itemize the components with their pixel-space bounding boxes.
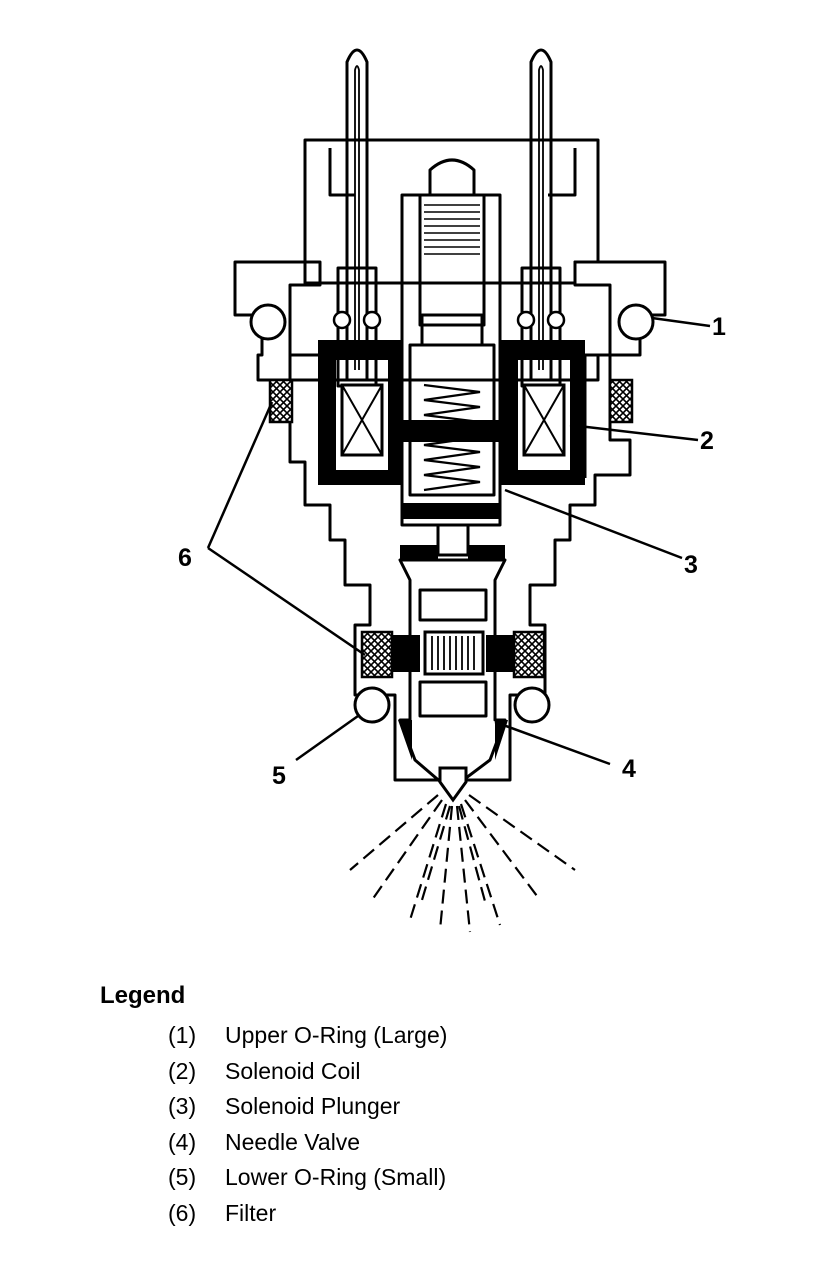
legend-item: (4) Needle Valve <box>100 1125 800 1161</box>
legend-title: Legend <box>100 982 186 1009</box>
plunger-threads <box>424 204 480 255</box>
leader-4 <box>494 720 611 766</box>
legend-item-number: (1) <box>168 1022 197 1048</box>
solenoid-coil-left <box>340 383 384 457</box>
legend-item: (3) Solenoid Plunger <box>100 1089 800 1125</box>
legend-item-label: Upper O-Ring (Large) <box>225 1022 448 1048</box>
upper-o-ring-right <box>617 303 655 341</box>
leader-6a <box>206 401 274 549</box>
right-terminal <box>520 48 562 388</box>
leader-5 <box>295 714 359 762</box>
legend-item: (1) Upper O-Ring (Large) <box>100 1018 800 1054</box>
fuel-spray <box>349 794 576 933</box>
legend-item-label: Filter <box>225 1199 277 1226</box>
plunger-nut <box>420 313 484 347</box>
needle-valve <box>423 630 485 676</box>
legend-item-label: Needle Valve <box>225 1128 361 1155</box>
connector-inner-right <box>548 148 577 197</box>
nozzle-tip <box>438 766 468 803</box>
lower-o-ring-left <box>353 686 391 724</box>
leader-2 <box>569 423 699 442</box>
legend-item-number: (3) <box>168 1093 197 1119</box>
legend-item-label: Solenoid Plunger <box>225 1093 401 1119</box>
legend-item: (2) Solenoid Coil <box>100 1054 800 1090</box>
legend-item-number: (6) <box>168 1199 197 1226</box>
legend-item-label: Lower O-Ring (Small) <box>225 1164 447 1190</box>
callout-2: 2 <box>700 427 714 455</box>
fuel-injector-diagram: 1 2 3 4 5 6 <box>178 48 726 933</box>
legend-item: (6) Filter <box>100 1196 800 1232</box>
lower-filter-left <box>360 630 394 679</box>
valve-hex-lower <box>418 680 488 718</box>
connector-inner-left <box>328 148 355 197</box>
legend-item-label: Solenoid Coil <box>225 1057 361 1084</box>
valve-seat-body <box>398 558 507 792</box>
injector-housing <box>233 260 667 782</box>
callout-3: 3 <box>684 551 698 579</box>
solenoid-coil-right <box>522 383 566 457</box>
terminal-seals <box>332 310 566 330</box>
legend: Legend (1) Upper O-Ring (Large) (2) Sole… <box>100 982 800 1231</box>
valve-black-parts <box>392 545 514 760</box>
solenoid-frame <box>318 340 585 519</box>
callout-5: 5 <box>272 762 286 790</box>
left-terminal <box>336 48 378 388</box>
housing-step-left <box>290 353 322 462</box>
callout-6: 6 <box>178 544 192 572</box>
upper-filter-right <box>608 378 634 424</box>
leader-3 <box>504 488 683 560</box>
upper-filter-left <box>268 378 294 424</box>
valve-guide-top <box>436 523 470 557</box>
callout-4: 4 <box>622 755 636 783</box>
callout-1: 1 <box>712 313 726 341</box>
leader-6b <box>207 546 366 657</box>
lower-filter-right <box>512 630 546 679</box>
plunger-upper <box>418 193 486 327</box>
lower-o-ring-right <box>513 686 551 724</box>
valve-hex-upper <box>418 588 488 622</box>
legend-item-number: (2) <box>168 1057 197 1084</box>
upper-o-ring-left <box>249 303 287 341</box>
leader-1 <box>651 316 711 328</box>
legend-item-number: (5) <box>168 1164 197 1190</box>
legend-item-number: (4) <box>168 1128 197 1155</box>
legend-item: (5) Lower O-Ring (Small) <box>100 1160 800 1196</box>
plunger-cap <box>428 158 476 195</box>
